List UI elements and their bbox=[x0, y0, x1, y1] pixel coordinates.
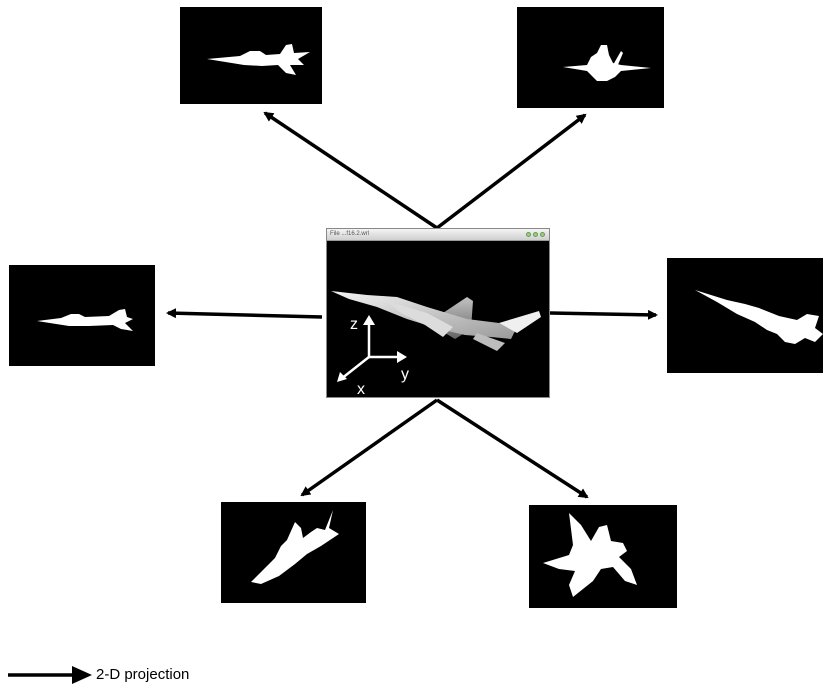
jet-silhouette-top-icon bbox=[251, 510, 339, 584]
projection-panel-bot-left bbox=[221, 502, 366, 603]
legend-arrow-icon bbox=[8, 666, 92, 684]
jet-silhouette-front-icon bbox=[563, 45, 651, 81]
legend-label: 2-D projection bbox=[96, 666, 190, 683]
arrow-to-bot-left bbox=[300, 398, 439, 497]
axis-label-y: y bbox=[401, 366, 409, 383]
projection-panel-mid-right bbox=[667, 258, 823, 373]
jet-3d-model bbox=[331, 291, 541, 351]
arrow-to-bot-right bbox=[436, 398, 589, 499]
projection-panel-mid-left bbox=[9, 265, 155, 366]
jet-silhouette-side-icon bbox=[207, 44, 310, 75]
arrow-to-mid-right bbox=[549, 309, 658, 320]
projection-panel-bot-right bbox=[529, 505, 677, 608]
3d-render-area: z y x bbox=[327, 241, 549, 398]
axis-label-z: z bbox=[350, 316, 358, 333]
window-minimize-button[interactable] bbox=[533, 232, 538, 237]
arrow-to-top-right bbox=[435, 113, 587, 230]
window-titlebar[interactable]: File ...f16.2.wrl bbox=[327, 229, 549, 241]
arrow-to-mid-left bbox=[166, 308, 323, 319]
window-title: File ...f16.2.wrl bbox=[330, 231, 370, 237]
jet-silhouette-oblique-icon bbox=[695, 290, 823, 344]
arrow-to-top-left bbox=[263, 111, 438, 230]
coordinate-axes bbox=[337, 315, 407, 382]
window-zoom-button[interactable] bbox=[540, 232, 545, 237]
projection-panel-top-right bbox=[517, 7, 664, 108]
window-close-button[interactable] bbox=[526, 232, 531, 237]
3d-view-window: File ...f16.2.wrl bbox=[326, 228, 550, 398]
axis-label-x: x bbox=[357, 381, 365, 398]
jet-silhouette-small-icon bbox=[37, 309, 133, 331]
jet-silhouette-underside-icon bbox=[543, 513, 637, 597]
projection-panel-top-left bbox=[180, 7, 322, 104]
